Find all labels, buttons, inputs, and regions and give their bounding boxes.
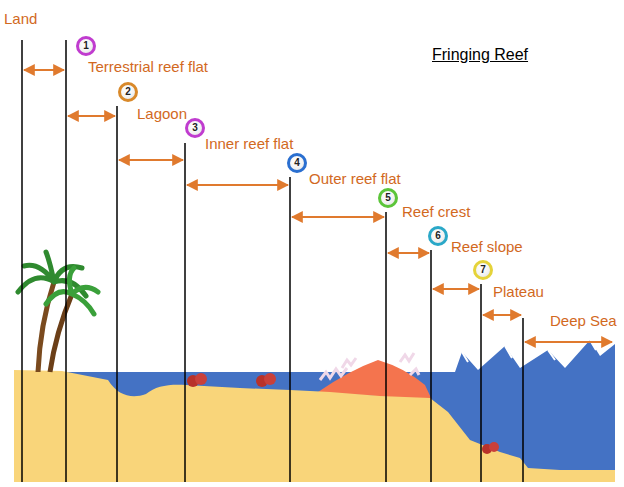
zone-label: Deep Sea xyxy=(550,312,617,330)
callout-marker: 6Reef slope xyxy=(428,226,448,246)
coral-blob xyxy=(489,442,499,452)
zone-arrow xyxy=(525,341,612,343)
diagram-title: Fringing Reef xyxy=(432,46,528,64)
zone-name: Reef crest xyxy=(402,203,470,221)
zone-name: Lagoon xyxy=(137,105,187,123)
callout-marker: 2Lagoon xyxy=(118,82,138,102)
callout-marker: 5Reef crest xyxy=(378,188,398,208)
zone-arrow xyxy=(68,115,115,117)
coral-branch xyxy=(400,353,419,375)
zone-divider xyxy=(385,212,387,482)
callout-marker: 1Terrestrial reef flat xyxy=(76,36,96,56)
callout-circle: 7 xyxy=(473,260,493,280)
palm-frond xyxy=(46,268,98,314)
coral-blob xyxy=(264,373,276,385)
zone-divider xyxy=(184,143,186,482)
zone-name: Terrestrial reef flat xyxy=(88,58,208,76)
zone-name: Inner reef flat xyxy=(205,135,293,153)
zone-arrow xyxy=(433,288,479,290)
callout-number: 6 xyxy=(431,229,445,243)
zone-divider xyxy=(480,284,482,482)
callout-circle: 4 xyxy=(287,153,307,173)
callout-number: 5 xyxy=(381,191,395,205)
callout-circle: 5 xyxy=(378,188,398,208)
callout-circle: 6 xyxy=(428,226,448,246)
callout-marker: 4Outer reef flat xyxy=(287,153,307,173)
zone-arrow xyxy=(483,314,521,316)
callout-circle: 3 xyxy=(185,118,205,138)
sand-profile xyxy=(14,370,615,482)
callout-marker: 7Plateau xyxy=(473,260,493,280)
coral-blob xyxy=(195,373,207,385)
zone-name: Reef slope xyxy=(451,238,523,256)
callout-circle: 2 xyxy=(118,82,138,102)
palm-tree xyxy=(18,252,98,372)
coral xyxy=(187,353,499,454)
wave-crest xyxy=(462,340,596,362)
zone-name: Outer reef flat xyxy=(309,170,401,188)
zone-dividers xyxy=(22,40,523,482)
zone-divider xyxy=(21,40,23,482)
zone-divider xyxy=(65,40,67,482)
zone-divider xyxy=(116,106,118,482)
callout-number: 2 xyxy=(121,85,135,99)
callout-number: 1 xyxy=(79,39,93,53)
zone-arrows xyxy=(24,70,612,342)
callout-number: 3 xyxy=(188,121,202,135)
zone-arrow xyxy=(24,69,64,71)
zone-arrow xyxy=(292,216,384,218)
zone-arrow xyxy=(187,184,288,186)
callout-circle: 1 xyxy=(76,36,96,56)
palm-trunk xyxy=(50,294,72,372)
callout-number: 7 xyxy=(476,263,490,277)
coral-branch xyxy=(320,358,356,380)
zone-arrow xyxy=(119,159,183,161)
zone-name: Plateau xyxy=(493,283,544,301)
zone-label: Land xyxy=(4,10,37,28)
callout-number: 4 xyxy=(290,156,304,170)
zone-divider xyxy=(522,318,524,482)
zone-divider xyxy=(430,250,432,482)
callout-marker: 3Inner reef flat xyxy=(185,118,205,138)
zone-arrow xyxy=(388,252,429,254)
zone-divider xyxy=(289,177,291,482)
